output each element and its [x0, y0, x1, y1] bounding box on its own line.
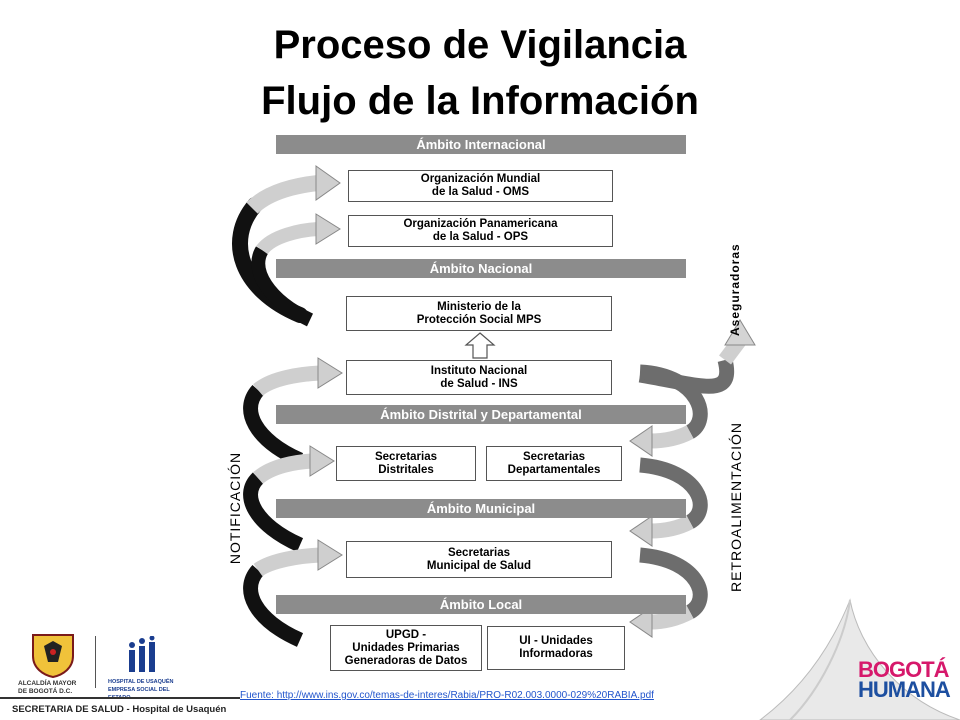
bogota-line1: BOGOTÁ — [858, 657, 950, 682]
notification-arrow-5 — [243, 539, 343, 647]
source-link[interactable]: Fuente: http://www.ins.gov.co/temas-de-i… — [240, 690, 654, 701]
box-secretarias-municipal: Secretarias Municipal de Salud — [346, 541, 612, 578]
notification-arrow-2 — [251, 213, 341, 327]
band-internacional: Ámbito Internacional — [276, 135, 686, 154]
feedback-arrow-4 — [629, 547, 708, 638]
box-secretarias-distritales: Secretarias Distritales — [336, 446, 476, 481]
feedback-arrow-3 — [629, 457, 708, 547]
notification-arrow-3 — [243, 357, 343, 467]
title-line-1: Proceso de Vigilancia — [273, 23, 687, 67]
box-ins: Instituto Nacional de Salud - INS — [346, 360, 612, 395]
bogota-humana-logo: BOGOTÁ HUMANA — [858, 657, 951, 702]
label-aseguradoras: Aseguradoras — [728, 243, 742, 336]
band-nacional: Ámbito Nacional — [276, 259, 686, 278]
hospital-logo-icon — [129, 636, 155, 672]
band-distrital: Ámbito Distrital y Departamental — [276, 405, 686, 424]
box-mps: Ministerio de la Protección Social MPS — [346, 296, 612, 331]
bogota-line2: HUMANA — [858, 677, 951, 702]
title-line-2: Flujo de la Información — [261, 79, 699, 123]
band-local: Ámbito Local — [276, 595, 686, 614]
alcaldia-text: ALCALDÍA MAYOR DE BOGOTÁ D.C. — [18, 680, 77, 695]
box-ui: UI - Unidades Informadoras — [487, 626, 625, 670]
logo-divider — [95, 636, 96, 688]
label-retroalimentacion: RETROALIMENTACIÓN — [728, 422, 744, 592]
box-oms: Organización Mundial de la Salud - OMS — [348, 170, 613, 202]
page-curl — [759, 598, 960, 720]
box-secretarias-departamentales: Secretarias Departamentales — [486, 446, 622, 481]
up-arrow-ins-mps — [464, 332, 496, 359]
alcaldia-shield-icon — [32, 634, 74, 678]
band-municipal: Ámbito Municipal — [276, 499, 686, 518]
feedback-arrow-2 — [629, 364, 708, 457]
footer-divider — [0, 697, 240, 699]
notification-arrow-4 — [243, 445, 335, 552]
label-notificacion: NOTIFICACIÓN — [227, 451, 243, 565]
footer-secretaria: SECRETARIA DE SALUD - Hospital de Usaqué… — [12, 704, 227, 715]
box-upgd: UPGD - Unidades Primarias Generadoras de… — [330, 625, 482, 671]
box-ops: Organización Panamericana de la Salud - … — [348, 215, 613, 247]
